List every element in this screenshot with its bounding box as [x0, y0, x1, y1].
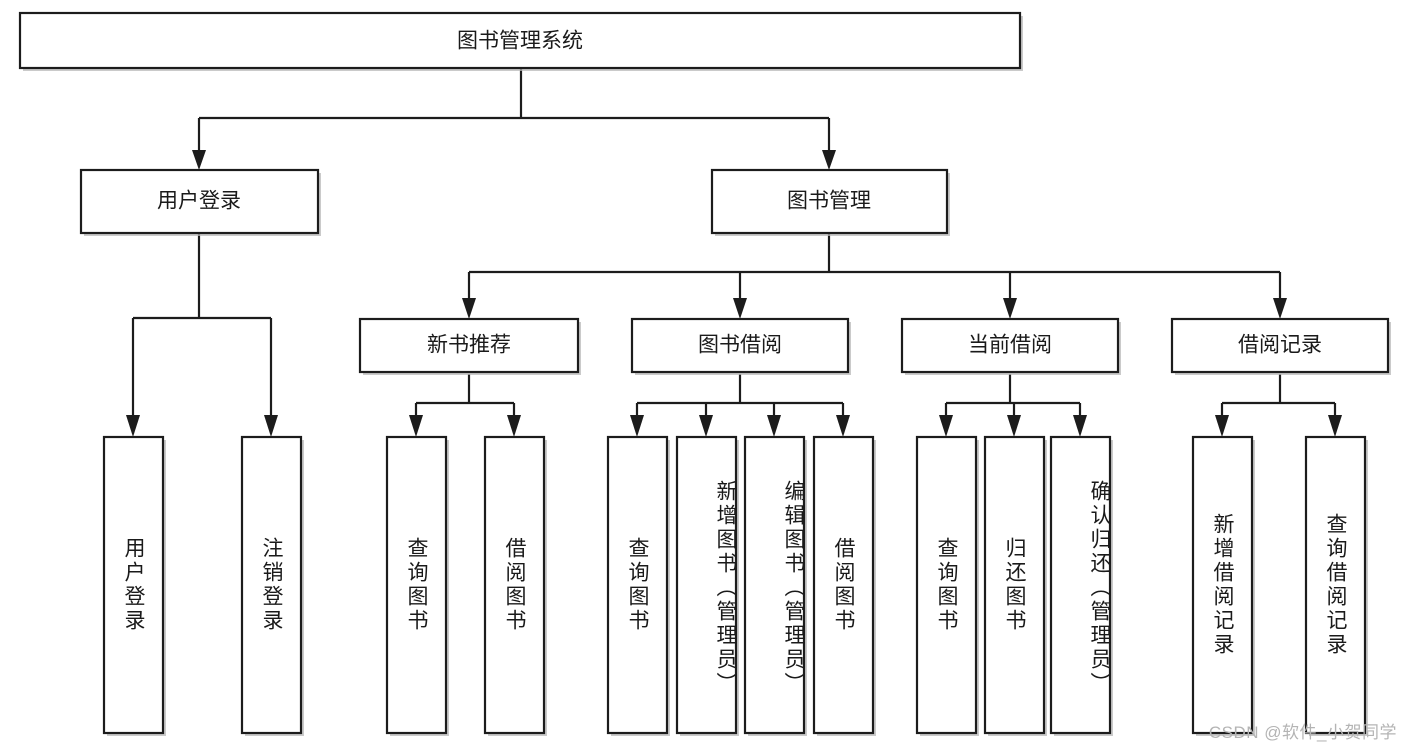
arrowhead-new-book-rec — [462, 298, 476, 319]
node-new-book-rec-label: 新书推荐 — [427, 334, 511, 357]
leaf-box-add-book[interactable] — [675, 435, 738, 735]
leaf-boxes — [102, 435, 1368, 736]
arrowhead-return-book — [1007, 415, 1021, 437]
leaf-box-borrow-book-1[interactable] — [483, 435, 546, 735]
arrowhead-book-manage — [822, 150, 836, 170]
arrowhead-confirm-return — [1073, 415, 1087, 437]
arrowhead-book-borrow — [733, 298, 747, 319]
node-root[interactable]: 图书管理系统 — [18, 11, 1023, 71]
arrowhead-borrow-book-2 — [836, 415, 850, 437]
arrowhead-leaf-logout — [264, 415, 278, 437]
node-root-rect — [18, 11, 1022, 70]
arrowhead-query-record — [1328, 415, 1342, 437]
leaf-box-confirm-return[interactable] — [1049, 435, 1112, 735]
node-current-borrow-label: 当前借阅 — [968, 334, 1052, 357]
leaf-box-query-book-1[interactable] — [385, 435, 448, 735]
arrowhead-query-book-3 — [939, 415, 953, 437]
node-book-manage-rect — [710, 168, 949, 235]
arrowhead-add-record — [1215, 415, 1229, 437]
arrowhead-borrow-record — [1273, 298, 1287, 319]
node-book-borrow-label: 图书借阅 — [698, 334, 782, 357]
arrowhead-add-book — [699, 415, 713, 437]
arrowhead-current-borrow — [1003, 298, 1017, 319]
node-current-borrow[interactable]: 当前借阅 — [900, 317, 1121, 375]
node-user-login-label: 用户登录 — [157, 190, 241, 213]
leaf-box-add-record[interactable] — [1191, 435, 1254, 735]
node-book-manage-label: 图书管理 — [787, 190, 871, 213]
node-borrow-record[interactable]: 借阅记录 — [1170, 317, 1391, 375]
arrowhead-borrow-book-1 — [507, 415, 521, 437]
leaf-box-user-login[interactable] — [102, 435, 165, 735]
node-book-manage[interactable]: 图书管理 — [710, 168, 950, 236]
leaf-box-query-book-2[interactable] — [606, 435, 669, 735]
node-user-login[interactable]: 用户登录 — [79, 168, 321, 236]
node-book-borrow[interactable]: 图书借阅 — [630, 317, 851, 375]
arrowhead-user-login — [192, 150, 206, 170]
leaf-box-return-book[interactable] — [983, 435, 1046, 735]
node-user-login-rect — [79, 168, 320, 235]
node-borrow-record-rect — [1170, 317, 1390, 374]
leaf-box-edit-book[interactable] — [743, 435, 806, 735]
leaf-box-logout[interactable] — [240, 435, 303, 735]
arrowhead-edit-book — [767, 415, 781, 437]
leaf-box-query-record[interactable] — [1304, 435, 1367, 735]
leaf-box-borrow-book-2[interactable] — [812, 435, 875, 735]
arrowhead-query-book-1 — [409, 415, 423, 437]
arrowhead-query-book-2 — [630, 415, 644, 437]
csdn-watermark: CSDN @软件_小贺同学 — [1208, 723, 1397, 742]
node-current-borrow-rect — [900, 317, 1120, 374]
leaf-box-query-book-3[interactable] — [915, 435, 978, 735]
node-root-label: 图书管理系统 — [457, 30, 583, 53]
node-borrow-record-label: 借阅记录 — [1238, 334, 1322, 357]
arrowhead-leaf-user-login — [126, 415, 140, 437]
node-book-borrow-rect — [630, 317, 850, 374]
node-new-book-rec-rect — [358, 317, 580, 374]
connector-layer — [126, 68, 1342, 437]
node-new-book-rec[interactable]: 新书推荐 — [358, 317, 581, 375]
